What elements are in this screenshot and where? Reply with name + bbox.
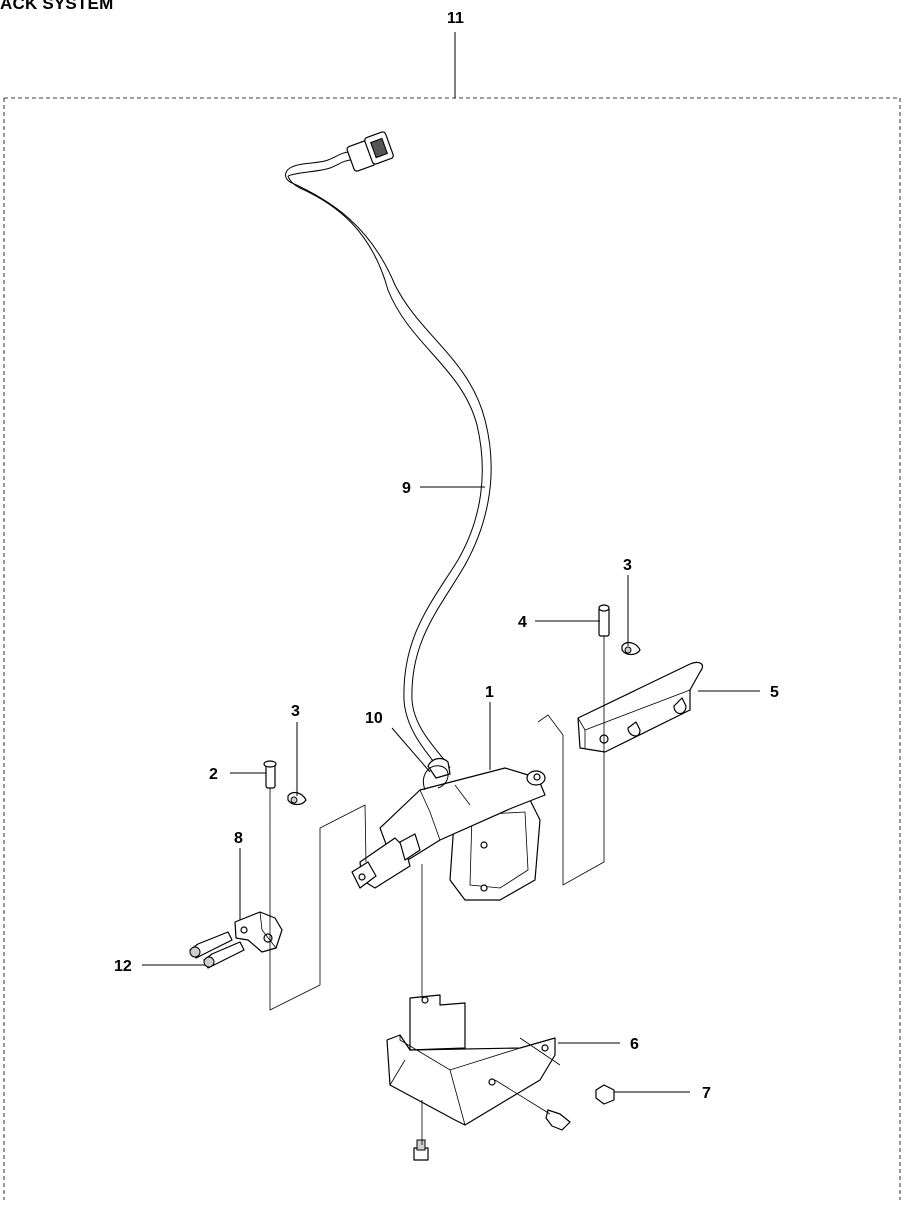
hairpin-clip-front xyxy=(287,791,307,806)
callout-12: 12 xyxy=(114,958,132,975)
hairpin-clip-rear xyxy=(621,641,641,656)
cable-tie xyxy=(423,765,449,791)
callout-5: 5 xyxy=(770,684,779,701)
callout-4: 4 xyxy=(518,614,527,631)
callout-1: 1 xyxy=(485,684,494,701)
clevis-pin-rear xyxy=(598,604,610,637)
page-title: ACK SYSTEM xyxy=(0,0,114,13)
rear-bracket xyxy=(577,661,703,753)
callout-7: 7 xyxy=(702,1085,711,1102)
callout-8: 8 xyxy=(234,830,243,847)
assembly-boundary xyxy=(3,97,901,1200)
lower-bracket xyxy=(386,994,556,1126)
wiring-harness xyxy=(285,131,492,771)
callout-2: 2 xyxy=(209,766,218,783)
callout-3-front: 3 xyxy=(291,703,300,720)
clevis-pin-front xyxy=(263,760,277,789)
flange-bolts xyxy=(413,1084,615,1161)
leader-lines xyxy=(142,486,760,1145)
bolt-set-12 xyxy=(189,931,245,969)
callout-9: 9 xyxy=(402,480,411,497)
linear-actuator xyxy=(351,757,546,901)
callout-labels: 11 9 3 4 5 1 10 3 2 8 12 6 7 xyxy=(114,10,779,1102)
callout-6: 6 xyxy=(630,1036,639,1053)
callout-10: 10 xyxy=(365,710,383,727)
callout-3-rear: 3 xyxy=(623,557,632,574)
callout-11: 11 xyxy=(447,10,464,27)
